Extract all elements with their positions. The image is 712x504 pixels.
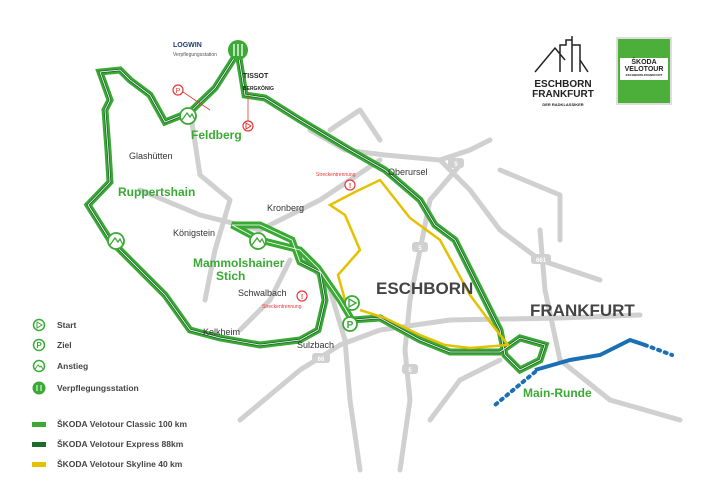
climb-marker-feldberg[interactable] [179,107,197,125]
svg-text:P: P [36,341,42,350]
climb-label: Feldberg [191,128,242,142]
main-runde-dotted [643,343,674,357]
classic-swatch [32,421,46,427]
tissot-sub: BERGKÖNIG [243,86,274,92]
skyline-swatch [32,461,46,467]
road [327,107,383,143]
place-label: Sulzbach [297,340,335,350]
legend-label: ŠKODA Velotour Skyline 40 km [57,459,183,469]
skoda-logo-line: ESCHBORN-FRANKFURT [625,73,663,77]
svg-text:!: ! [349,183,351,190]
road [427,357,503,423]
warning-icon: ! [296,290,308,302]
finish-icon: P [32,338,46,352]
legend-classic: ŠKODA Velotour Classic 100 km [32,417,187,431]
classic-route [83,42,550,375]
logwin-sub: Verpflegungsstation [173,52,217,58]
legend-label: Ziel [57,340,72,350]
climb-label: Mammolshainer [193,256,285,270]
skyline-route [327,178,511,350]
tissot-start-marker [242,95,254,132]
road [397,162,463,473]
svg-text:P: P [176,88,181,95]
road [137,157,383,233]
skoda-logo-line: ŠKODA [631,59,657,66]
place-label: Oberursel [388,167,428,177]
start-icon [32,318,46,332]
climb-label: Main-Runde [523,386,592,400]
route-inner-line [87,50,546,371]
svg-text:!: ! [301,294,303,301]
logwin-logo: LOGWIN [173,42,202,49]
event-logo-line: FRANKFURT [532,89,594,100]
climb-icon [32,359,46,373]
place-label: Kelkheim [203,327,241,337]
road-number: 5 [408,368,412,374]
food-station-marker[interactable] [228,40,248,60]
road-shields [312,158,551,374]
legend-express: ŠKODA Velotour Express 88km [32,437,183,451]
road-number: 5 [418,246,422,252]
legend-food: Verpflegungsstation [32,381,139,395]
main-runde-dotted [493,370,537,407]
warning-label: Streckentrennung [316,172,356,178]
start-marker[interactable] [344,295,360,311]
parking-marker: P [172,84,211,111]
main-runde-route [534,337,646,372]
place-label: Glashütten [129,151,173,161]
road-number: 5 [454,162,458,168]
city-label-frankfurt: FRANKFURT [530,301,635,320]
finish-marker[interactable]: P [342,316,358,332]
skoda-logo-line: VELOTOUR [624,66,664,73]
city-label-eschborn: ESCHBORN [376,279,474,298]
event-logo-icon [534,36,589,73]
road [537,227,683,423]
place-label: Königstein [173,228,216,238]
legend-label: Start [57,320,77,330]
legend-label: ŠKODA Velotour Classic 100 km [57,419,188,429]
road-number: 66 [318,357,325,363]
road [437,157,603,283]
legend-start: Start [32,318,76,332]
legend-label: Anstieg [57,361,89,371]
legend-skyline: ŠKODA Velotour Skyline 40 km [32,457,182,471]
climb-marker-mammolshain[interactable] [249,232,267,250]
climb-marker-ruppertshain[interactable] [107,232,125,250]
warning-label: Streckentrennung [262,304,302,310]
skoda-logo-band [620,58,668,80]
place-label: Kronberg [267,203,305,213]
warning-icon: ! [344,179,356,191]
legend-climb: Anstieg [32,359,88,373]
road [237,257,293,333]
place-label: Schwalbach [238,288,287,298]
svg-text:P: P [347,320,354,331]
road [187,107,233,303]
event-logo-line: ESCHBORN [534,79,592,90]
legend-label: ŠKODA Velotour Express 88km [57,439,184,449]
legend-finish: P Ziel [32,338,72,352]
express-swatch [32,441,46,447]
tissot-logo: TISSOT [243,73,269,80]
food-station-icon [32,381,46,395]
event-logo-line: DER RADKLASSIKER [542,102,584,107]
climb-label: Stich [216,269,246,283]
legend-label: Verpflegungsstation [57,383,139,393]
road-number: 661 [536,258,547,264]
road [237,312,643,423]
climb-label: Ruppertshain [118,185,196,199]
road [497,167,563,243]
